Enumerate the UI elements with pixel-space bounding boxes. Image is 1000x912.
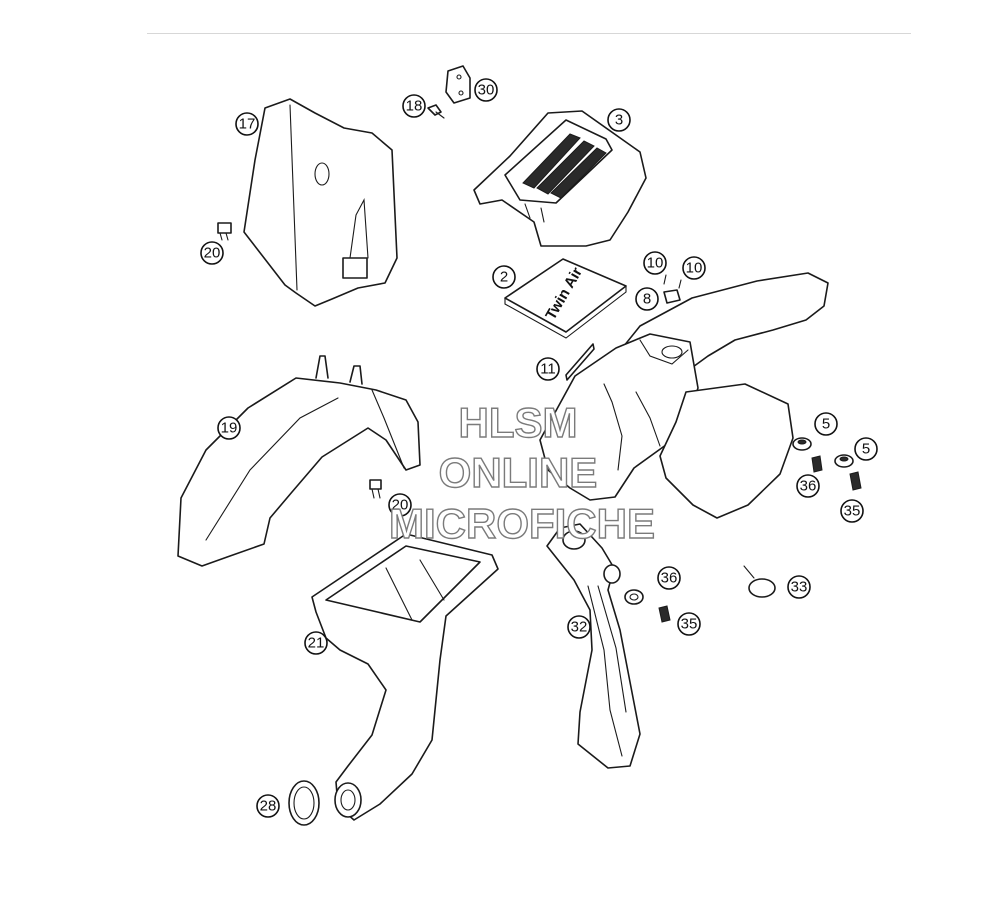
callout-21[interactable]: 21 xyxy=(304,631,328,655)
cable-tie-part[interactable] xyxy=(743,565,776,598)
front-fender-part[interactable] xyxy=(177,355,421,567)
grommet-part[interactable] xyxy=(792,437,812,451)
airbox-cover-part[interactable] xyxy=(473,110,647,247)
svg-text:17: 17 xyxy=(239,116,256,133)
pin-part[interactable] xyxy=(663,274,682,289)
svg-text:18: 18 xyxy=(406,98,423,115)
svg-text:8: 8 xyxy=(643,291,651,308)
spacer-strip-part[interactable] xyxy=(565,343,595,381)
callout-10[interactable]: 10 xyxy=(682,256,706,280)
svg-text:5: 5 xyxy=(822,416,830,433)
hose-clamp-part[interactable] xyxy=(288,780,320,826)
watermark-line-1: HLSM xyxy=(459,399,578,446)
callout-19[interactable]: 19 xyxy=(217,416,241,440)
callout-35[interactable]: 35 xyxy=(840,499,864,523)
svg-text:35: 35 xyxy=(844,503,861,520)
rear-fender-part[interactable] xyxy=(539,272,829,519)
svg-text:5: 5 xyxy=(862,441,870,458)
screw-part[interactable] xyxy=(427,104,445,119)
svg-text:10: 10 xyxy=(686,260,703,277)
side-panel-part[interactable] xyxy=(546,523,641,769)
svg-text:35: 35 xyxy=(681,616,698,633)
screw-part[interactable] xyxy=(849,471,862,491)
svg-text:19: 19 xyxy=(221,420,238,437)
watermark-line-3: MICROFICHE xyxy=(389,500,655,547)
svg-text:3: 3 xyxy=(615,112,623,129)
callout-20[interactable]: 20 xyxy=(388,493,412,517)
callout-36[interactable]: 36 xyxy=(657,566,681,590)
svg-text:32: 32 xyxy=(571,619,588,636)
callout-33[interactable]: 33 xyxy=(787,575,811,599)
svg-text:21: 21 xyxy=(308,635,325,652)
callout-2[interactable]: 2 xyxy=(492,265,516,289)
svg-text:20: 20 xyxy=(204,245,221,262)
callout-35[interactable]: 35 xyxy=(677,612,701,636)
svg-text:30: 30 xyxy=(478,82,495,99)
callout-20[interactable]: 20 xyxy=(200,241,224,265)
callout-18[interactable]: 18 xyxy=(402,94,426,118)
watermark-line-2: ONLINE xyxy=(439,449,598,496)
svg-text:11: 11 xyxy=(540,361,556,378)
callout-5[interactable]: 5 xyxy=(814,412,838,436)
svg-text:36: 36 xyxy=(800,478,817,495)
bracket-part[interactable] xyxy=(445,65,471,104)
top-divider xyxy=(147,33,911,34)
screw-part[interactable] xyxy=(658,605,671,623)
grommet-part[interactable] xyxy=(834,454,854,468)
svg-text:36: 36 xyxy=(661,570,678,587)
svg-text:33: 33 xyxy=(791,579,808,596)
callout-36[interactable]: 36 xyxy=(796,474,820,498)
watermark: HLSM ONLINE MICROFICHE xyxy=(388,398,655,547)
svg-text:28: 28 xyxy=(260,798,277,815)
filter-box-part[interactable]: Twin Air xyxy=(504,258,627,339)
clip-part[interactable] xyxy=(663,289,681,304)
callout-8[interactable]: 8 xyxy=(635,287,659,311)
callout-30[interactable]: 30 xyxy=(474,78,498,102)
svg-text:10: 10 xyxy=(647,255,664,272)
callout-11[interactable]: 11 xyxy=(536,357,560,381)
callout-32[interactable]: 32 xyxy=(567,615,591,639)
washer-part[interactable] xyxy=(624,589,644,605)
svg-text:2: 2 xyxy=(500,269,508,286)
callout-28[interactable]: 28 xyxy=(256,794,280,818)
air-duct-part[interactable] xyxy=(311,533,499,821)
screw-part[interactable] xyxy=(811,455,823,473)
svg-text:20: 20 xyxy=(392,497,409,514)
callout-5[interactable]: 5 xyxy=(854,437,878,461)
number-plate-part[interactable] xyxy=(243,98,398,307)
callout-17[interactable]: 17 xyxy=(235,112,259,136)
screw-part[interactable] xyxy=(369,479,382,499)
screw-part[interactable] xyxy=(217,222,232,241)
callout-10[interactable]: 10 xyxy=(643,251,667,275)
callout-3[interactable]: 3 xyxy=(607,108,631,132)
